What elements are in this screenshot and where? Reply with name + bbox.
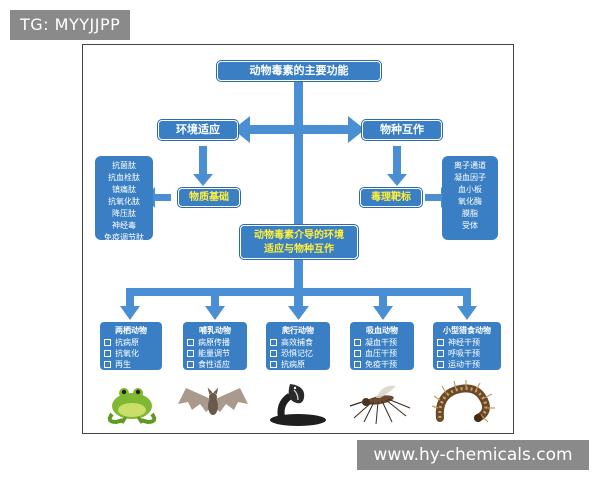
arrow-head-right [348, 116, 365, 143]
centipede-image [431, 380, 495, 423]
left-down-arrow-head [193, 174, 213, 186]
left-list-item: 抗菌肽 [112, 161, 136, 170]
category-mammal: 哺乳动物 病原传播 能量调节 食性适应 [183, 322, 247, 370]
drop-4-head [373, 306, 393, 320]
left-list-item: 抗氧化肽 [108, 197, 140, 206]
branch-bar [250, 125, 348, 134]
mosquito-image [349, 385, 411, 425]
watermark-top-left: TG: MYYJJPP [10, 10, 131, 40]
category-item: 抗氧化 [104, 348, 158, 359]
category-reptile: 爬行动物 高效捕食 恐惧记忆 抗病原 [266, 322, 330, 370]
left-list-item: 抗血栓肽 [108, 173, 140, 182]
drop-5-head [457, 306, 477, 320]
right-list-item: 血小板 [458, 185, 482, 194]
right-down-arrow [393, 146, 401, 176]
category-item: 血压干预 [354, 348, 410, 359]
drop-1-head [120, 306, 140, 320]
center-line-1: 动物毒素介导的环境 [254, 230, 344, 241]
category-item: 运动干预 [437, 359, 497, 370]
category-amphibian: 两栖动物 抗病原 抗氧化 再生 [100, 322, 162, 370]
category-item: 抗病原 [104, 337, 158, 348]
right-sub-box: 毒理靶标 [360, 188, 422, 207]
drop-3-head [288, 306, 309, 320]
category-item: 高效捕食 [270, 337, 326, 348]
category-item: 病原传播 [187, 337, 243, 348]
frog-image [107, 388, 157, 424]
left-down-arrow [199, 146, 207, 176]
drop-2 [211, 288, 219, 308]
right-list-item: 凝血因子 [454, 173, 486, 182]
category-title: 哺乳动物 [199, 326, 231, 335]
left-list-item: 免疫调节肽 [104, 233, 144, 242]
category-item: 抗病原 [270, 359, 326, 370]
right-list-item: 离子通道 [454, 161, 486, 170]
left-list-box: 抗菌肽 抗血栓肽 镇痛肽 抗氧化肽 降压肽 神经毒 免疫调节肽 [95, 156, 153, 242]
central-trunk-arrow [294, 80, 303, 288]
category-item: 食性适应 [187, 359, 243, 370]
cobra-image [270, 384, 326, 426]
category-title: 小型猎食动物 [443, 326, 491, 335]
drop-4 [379, 288, 387, 308]
left-list-item: 降压肽 [112, 209, 136, 218]
category-title: 吸血动物 [366, 326, 398, 335]
left-branch-box: 环境适应 [158, 120, 238, 140]
right-down-arrow-head [387, 174, 407, 186]
watermark-bottom-right: www.hy-chemicals.com [357, 440, 589, 470]
arrow-head-left [233, 116, 250, 143]
category-title: 两栖动物 [115, 326, 147, 335]
category-item: 呼吸干预 [437, 348, 497, 359]
drop-5 [463, 288, 471, 308]
right-list-box: 离子通道 凝血因子 血小板 氧化酶 膜脂 受体 [442, 156, 498, 240]
category-item: 恐惧记忆 [270, 348, 326, 359]
category-small-predator: 小型猎食动物 神经干预 呼吸干预 运动干预 [433, 322, 501, 370]
center-line-2: 适应与物种互作 [264, 244, 334, 255]
left-side-arrow [153, 194, 171, 201]
bat-image [178, 387, 248, 415]
right-list-item: 膜脂 [462, 209, 478, 218]
category-bloodsucker: 吸血动物 凝血干预 血压干预 免疫干预 [350, 322, 414, 370]
category-item: 免疫干预 [354, 359, 410, 370]
left-list-item: 镇痛肽 [112, 185, 136, 194]
right-list-item: 受体 [462, 221, 478, 230]
drop-1 [126, 288, 134, 308]
category-item: 神经干预 [437, 337, 497, 348]
center-box: 动物毒素介导的环境 适应与物种互作 [240, 225, 358, 259]
left-list-item: 神经毒 [112, 221, 136, 230]
right-branch-box: 物种互作 [362, 120, 442, 140]
drop-3 [294, 288, 303, 308]
category-item: 再生 [104, 359, 158, 370]
right-side-arrow [425, 194, 443, 201]
category-item: 凝血干预 [354, 337, 410, 348]
right-list-item: 氧化酶 [458, 197, 482, 206]
category-title: 爬行动物 [282, 326, 314, 335]
category-item: 能量调节 [187, 348, 243, 359]
diagram-title: 动物毒素的主要功能 [217, 61, 381, 81]
drop-2-head [205, 306, 225, 320]
left-sub-box: 物质基础 [178, 188, 240, 207]
